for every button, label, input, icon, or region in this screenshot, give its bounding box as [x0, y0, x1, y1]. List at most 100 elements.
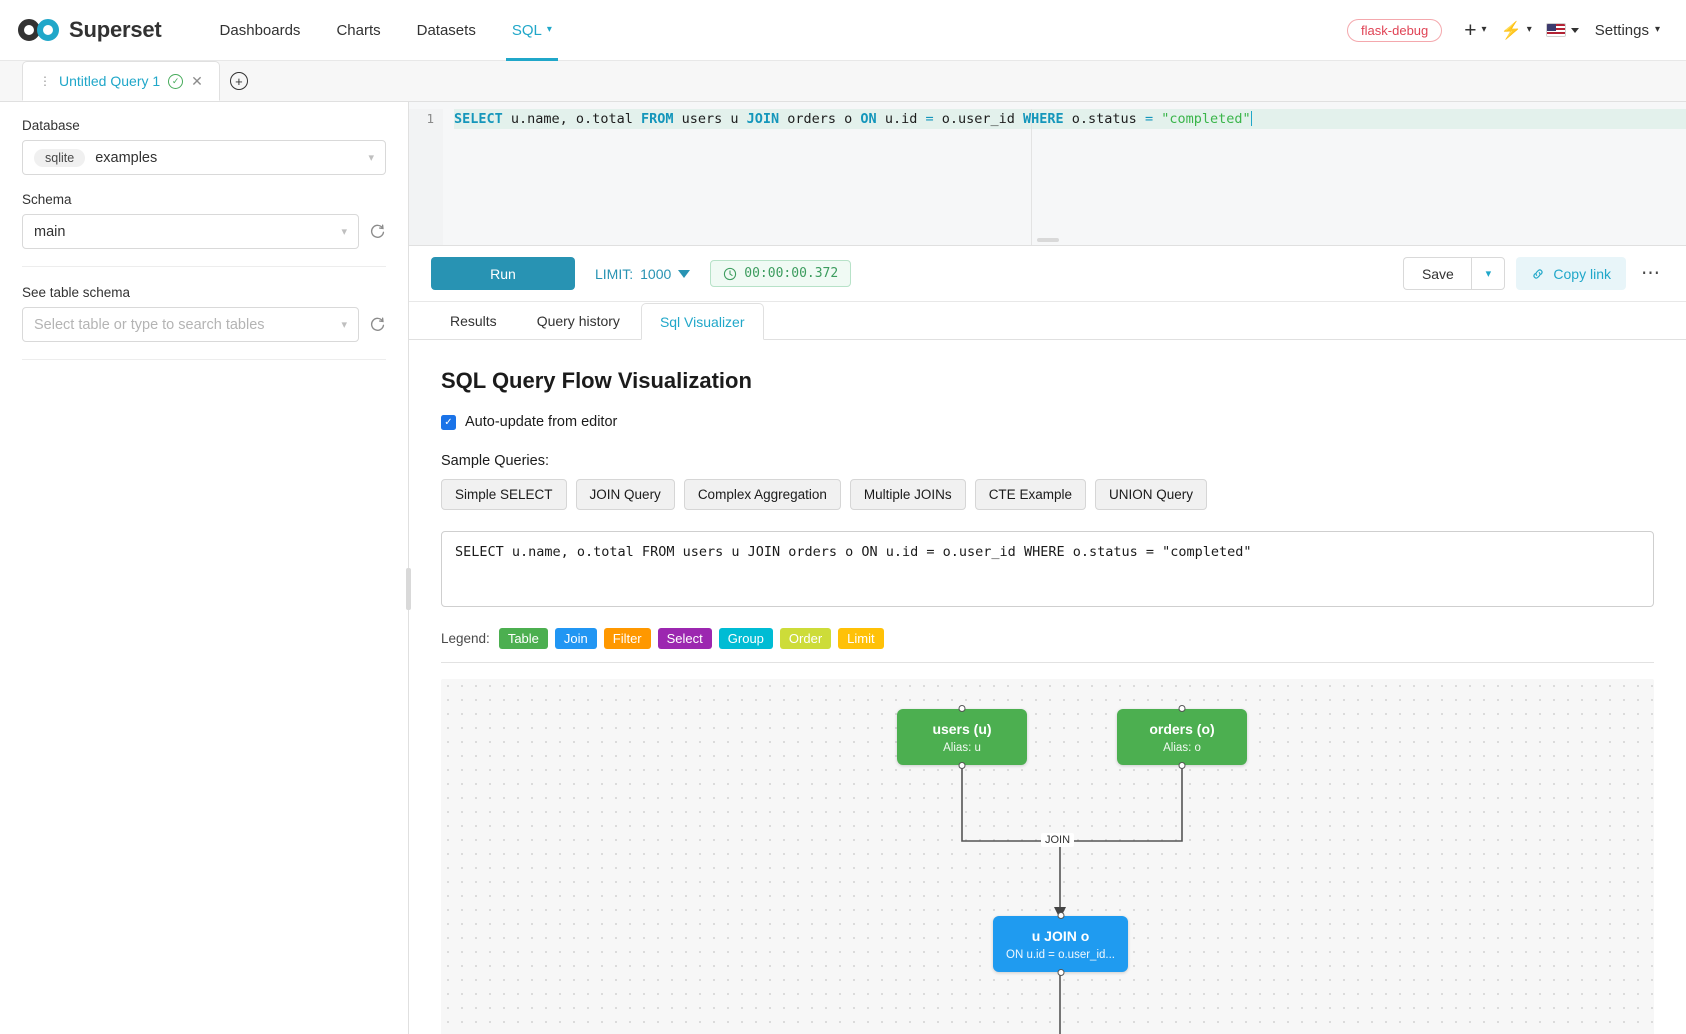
- query-tab-untitled-query-1[interactable]: ⋮ Untitled Query 1 ✓ ✕: [22, 61, 220, 101]
- primary-nav: Dashboards Charts Datasets SQL ▾: [202, 0, 570, 61]
- editor-code-area[interactable]: SELECT u.name, o.total FROM users u JOIN…: [443, 109, 1686, 245]
- legend-chip-select: Select: [657, 628, 712, 649]
- sql-visualizer-panel: SQL Query Flow Visualization ✓ Auto-upda…: [409, 340, 1686, 1034]
- database-field-row: sqlite examples ▾: [22, 140, 386, 175]
- auto-update-checkbox[interactable]: ✓: [441, 414, 456, 430]
- result-tab-bar: Results Query history Sql Visualizer: [409, 302, 1686, 340]
- toolbar-right-group: Save ▾ Copy link ⋯: [1403, 257, 1664, 290]
- node-port-top[interactable]: [958, 705, 966, 712]
- close-icon[interactable]: ✕: [191, 72, 203, 89]
- copy-link-button[interactable]: Copy link: [1516, 257, 1626, 290]
- nav-item-datasets[interactable]: Datasets: [399, 0, 494, 61]
- editor-line-1: SELECT u.name, o.total FROM users u JOIN…: [454, 109, 1686, 129]
- tab-query-history[interactable]: Query history: [518, 302, 639, 339]
- workspace: Database sqlite examples ▾ Schema main ▾…: [0, 102, 1686, 1034]
- flow-node-orders[interactable]: orders (o)Alias: o: [1117, 705, 1247, 769]
- new-menu-button[interactable]: + ▾: [1458, 14, 1492, 47]
- node-port-top[interactable]: [1057, 912, 1064, 919]
- refresh-icon[interactable]: [369, 316, 386, 333]
- code-token: SELECT: [454, 111, 503, 127]
- add-query-tab-button[interactable]: +: [220, 61, 258, 101]
- database-engine-pill: sqlite: [34, 148, 86, 167]
- node-port-top[interactable]: [1178, 705, 1186, 712]
- sample-query-button-2[interactable]: Complex Aggregation: [683, 479, 841, 510]
- legend-chip-filter: Filter: [603, 628, 651, 649]
- database-select[interactable]: sqlite examples ▾: [22, 140, 386, 175]
- plus-icon: +: [1464, 18, 1477, 42]
- nav-label: SQL: [511, 21, 542, 39]
- ellipsis-icon[interactable]: ⋯: [1641, 262, 1660, 284]
- node-subtitle: Alias: o: [1163, 741, 1201, 754]
- chevron-down-icon: ▾: [1526, 24, 1532, 35]
- code-token: "completed": [1161, 111, 1251, 127]
- query-flow-canvas[interactable]: JOIN users (u)Alias: u orders (o)Alias: o…: [441, 679, 1654, 1034]
- auto-update-row: ✓ Auto-update from editor: [441, 414, 1654, 430]
- legend-chip-group: Group: [718, 628, 773, 649]
- schema-label: Schema: [22, 192, 72, 207]
- nav-item-charts[interactable]: Charts: [318, 0, 398, 61]
- sample-queries-row: Simple SELECT JOIN Query Complex Aggregati…: [441, 479, 1654, 510]
- node-port-bottom[interactable]: [1057, 969, 1064, 976]
- schema-value: main: [34, 223, 66, 240]
- language-picker[interactable]: [1540, 17, 1585, 43]
- node-port-bottom[interactable]: [1178, 762, 1186, 769]
- settings-menu[interactable]: Settings ▾: [1587, 16, 1668, 45]
- brand-name: Superset: [69, 17, 162, 42]
- settings-label: Settings: [1594, 21, 1649, 39]
- bolt-menu-button[interactable]: ⚡ ▾: [1495, 16, 1538, 45]
- bolt-icon: ⚡: [1500, 20, 1522, 40]
- nav-right-group: flask-debug + ▾ ⚡ ▾ Settings ▾: [1347, 14, 1686, 47]
- flow-node-users[interactable]: users (u)Alias: u: [897, 705, 1027, 769]
- panel-resize-handle[interactable]: [406, 568, 411, 610]
- refresh-icon[interactable]: [369, 223, 386, 240]
- drag-handle-icon[interactable]: ⋮: [39, 74, 51, 88]
- database-label: Database: [22, 118, 80, 133]
- table-select[interactable]: Select table or type to search tables ▾: [22, 307, 359, 342]
- query-tab-label: Untitled Query 1: [59, 73, 161, 89]
- table-placeholder: Select table or type to search tables: [34, 316, 265, 333]
- copy-link-label: Copy link: [1553, 265, 1611, 282]
- sample-query-button-0[interactable]: Simple SELECT: [441, 479, 567, 510]
- sql-input-textarea[interactable]: [441, 531, 1654, 607]
- code-token: =: [1144, 111, 1154, 127]
- tab-results[interactable]: Results: [431, 302, 516, 339]
- schema-field-row: main ▾: [22, 214, 386, 249]
- timer-value: 00:00:00.372: [744, 266, 839, 281]
- legend-divider: [441, 662, 1654, 663]
- code-token: u.name, o.total: [502, 111, 641, 127]
- check-circle-icon: ✓: [168, 73, 184, 89]
- table-field-row: Select table or type to search tables ▾: [22, 307, 386, 342]
- tab-label: Sql Visualizer: [659, 313, 745, 330]
- nav-label: Dashboards: [219, 21, 301, 39]
- sample-query-button-3[interactable]: Multiple JOINs: [849, 479, 966, 510]
- nav-item-dashboards[interactable]: Dashboards: [202, 0, 319, 61]
- save-button[interactable]: Save: [1403, 257, 1472, 290]
- node-port-bottom[interactable]: [958, 762, 966, 769]
- node-title: users (u): [932, 720, 992, 737]
- legend-chip-table: Table: [498, 628, 548, 649]
- schema-select[interactable]: main ▾: [22, 214, 359, 249]
- save-dropdown-button[interactable]: ▾: [1471, 257, 1506, 290]
- chevron-down-icon: ▾: [1485, 268, 1492, 280]
- legend-chip-order: Order: [779, 628, 832, 649]
- sample-query-button-5[interactable]: UNION Query: [1094, 479, 1207, 510]
- editor-gutter: 1: [409, 109, 443, 245]
- code-token: o.status: [1063, 111, 1145, 127]
- code-token: FROM: [640, 111, 674, 127]
- panel-divider-bottom: [22, 359, 386, 360]
- sample-query-button-1[interactable]: JOIN Query: [575, 479, 675, 510]
- sample-query-button-4[interactable]: CTE Example: [974, 479, 1086, 510]
- sql-editor[interactable]: 1 SELECT u.name, o.total FROM users u JO…: [409, 102, 1686, 246]
- query-timer: 00:00:00.372: [710, 260, 852, 287]
- edge-label-join: JOIN: [1041, 833, 1075, 847]
- nav-item-sql[interactable]: SQL ▾: [494, 0, 570, 61]
- limit-dropdown[interactable]: LIMIT: 1000: [595, 266, 691, 282]
- editor-resize-handle[interactable]: [1036, 238, 1059, 242]
- sample-queries-label: Sample Queries:: [441, 453, 549, 469]
- run-button[interactable]: Run: [431, 257, 575, 290]
- brand-logo[interactable]: Superset: [0, 17, 162, 43]
- tab-sql-visualizer[interactable]: Sql Visualizer: [640, 303, 764, 340]
- page-title: SQL Query Flow Visualization: [441, 368, 752, 393]
- auto-update-label: Auto-update from editor: [465, 414, 618, 430]
